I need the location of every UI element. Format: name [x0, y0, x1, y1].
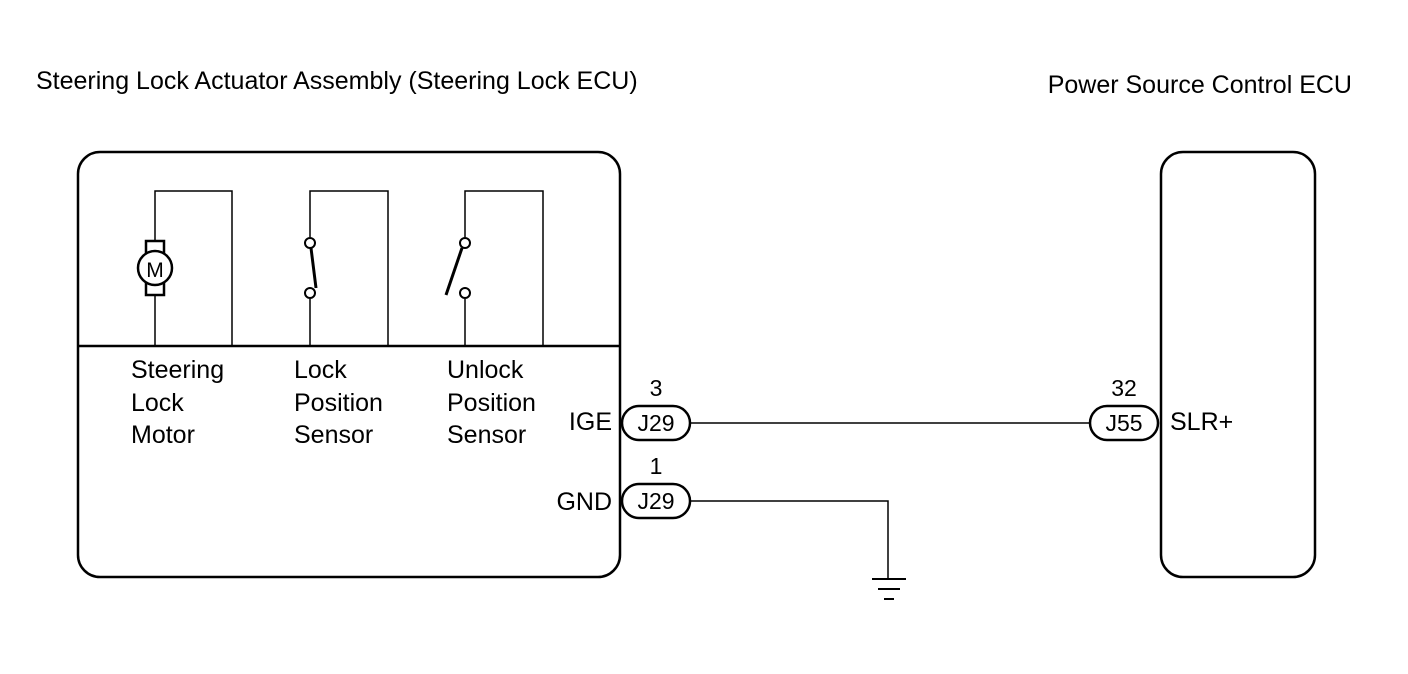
- component-label-unlock-position-sensor: Unlock Position Sensor: [447, 356, 543, 449]
- terminal-name-slr-plus: SLR+: [1170, 408, 1233, 436]
- terminal-ige: IGE 3 J29: [569, 375, 692, 442]
- terminal-name-gnd: GND: [556, 488, 612, 516]
- right-ecu-title: Power Source Control ECU: [1048, 71, 1352, 99]
- terminal-gnd: GND 1 J29: [556, 453, 692, 520]
- ground-icon: [872, 578, 906, 600]
- connector-badge-gnd: [620, 482, 692, 520]
- terminal-slr-plus: 32 J55 SLR+: [1088, 375, 1233, 442]
- connector-id-slr-plus: J55: [1105, 410, 1142, 436]
- open-switch-icon: [444, 237, 471, 299]
- left-ecu-title: Steering Lock Actuator Assembly (Steerin…: [36, 67, 638, 95]
- connector-id-ige: J29: [637, 410, 674, 436]
- wire-gnd: [690, 500, 889, 578]
- connector-id-gnd: J29: [637, 488, 674, 514]
- terminal-name-ige: IGE: [569, 408, 612, 436]
- motor-icon: M: [136, 239, 174, 297]
- component-label-lock-position-sensor: Lock Position Sensor: [294, 356, 390, 449]
- unlock-position-sensor-circuit: [444, 190, 544, 346]
- pin-number-ige: 3: [650, 375, 663, 401]
- connector-badge-ige: [620, 404, 692, 442]
- left-ecu-box: [76, 150, 622, 579]
- connector-badge-slr-plus: [1088, 404, 1160, 442]
- pin-number-slr-plus: 32: [1111, 375, 1137, 401]
- motor-symbol-text: M: [146, 259, 164, 282]
- right-ecu-box: [1159, 150, 1317, 579]
- lock-position-sensor-circuit: [304, 190, 389, 346]
- component-label-steering-lock-motor: Steering Lock Motor: [131, 356, 231, 449]
- steering-lock-motor-circuit: M: [136, 190, 233, 346]
- pin-number-gnd: 1: [650, 453, 663, 479]
- closed-switch-icon: [304, 237, 318, 299]
